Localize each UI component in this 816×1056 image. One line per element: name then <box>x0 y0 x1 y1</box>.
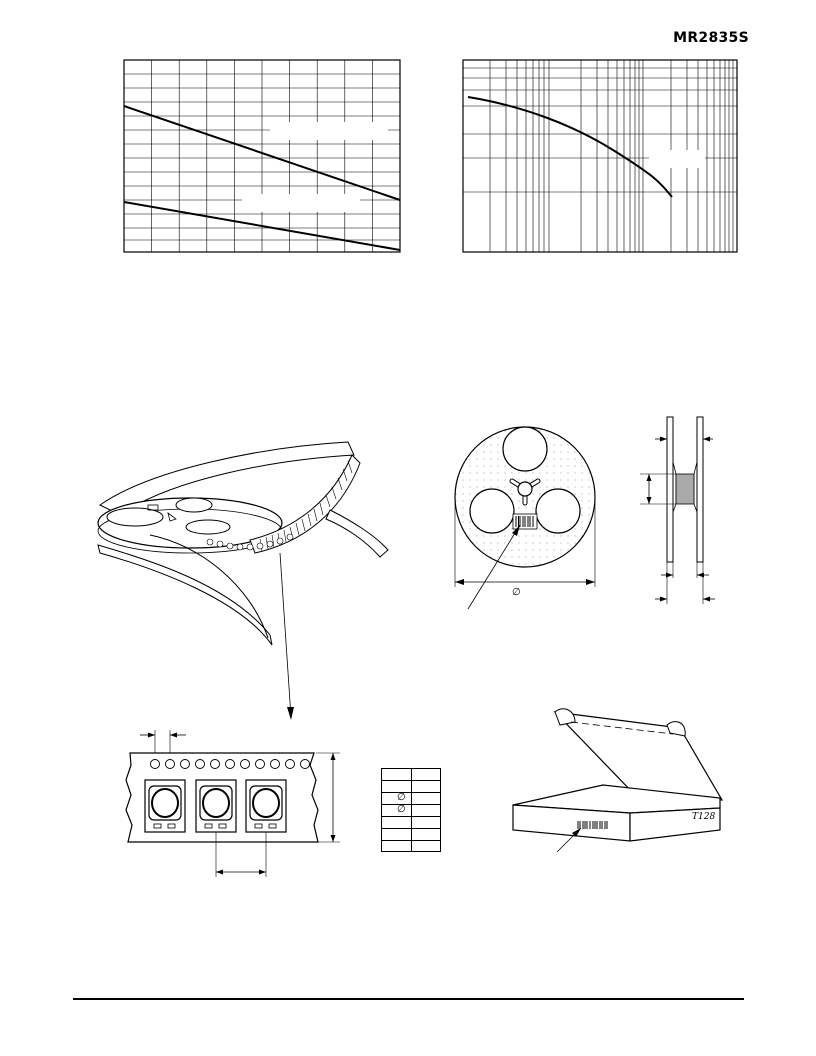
left-graph-label-mask-1 <box>270 122 388 140</box>
reel-side-view <box>640 416 715 604</box>
table-row: ∅ <box>382 804 440 817</box>
left-graph-grid <box>124 60 400 252</box>
table-row: ∅ <box>382 792 440 805</box>
tape-pocket-1 <box>144 779 186 833</box>
reel-perspective-illustration <box>97 441 389 720</box>
right-graph-curve <box>467 96 673 198</box>
tape-pocket-3 <box>245 779 287 833</box>
dimension-table: ∅ ∅ <box>381 768 441 852</box>
left-graph-label-mask-2 <box>242 194 360 212</box>
left-graph-frame <box>123 59 401 253</box>
tape-pocket-2 <box>195 779 237 833</box>
table-row <box>382 817 440 829</box>
table-row <box>382 829 440 841</box>
reel-diameter-symbol: ∅ <box>512 587 521 598</box>
box-label-t128: T128 <box>692 812 716 822</box>
carrier-tape-detail <box>125 730 340 877</box>
table-row <box>382 781 440 793</box>
table-row <box>382 769 440 781</box>
right-graph <box>462 59 738 253</box>
right-graph-label-mask <box>649 150 705 168</box>
footer-rule <box>73 998 744 1000</box>
right-graph-frame <box>462 59 738 253</box>
left-graph <box>123 59 401 253</box>
reel-front-view <box>454 426 596 610</box>
left-graph-curve-lower <box>123 201 401 251</box>
shipping-box-illustration <box>512 708 724 853</box>
table-row <box>382 841 440 851</box>
part-number-header: MR2835S <box>673 30 749 46</box>
left-graph-curve-upper <box>123 105 401 201</box>
